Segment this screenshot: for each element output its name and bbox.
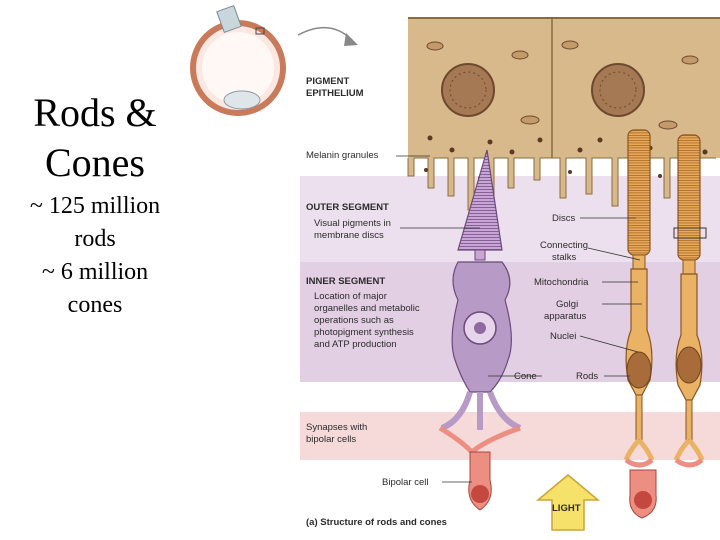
label-mitochondria: Mitochondria — [534, 277, 589, 288]
rod-cell-1 — [623, 129, 655, 461]
cone-cell — [440, 149, 522, 431]
label-outer-segment: OUTER SEGMENT — [306, 202, 389, 213]
label-visual-pigments-1: Visual pigments in — [314, 218, 391, 229]
label-synapses-2: bipolar cells — [306, 434, 356, 445]
label-organelles-4: photopigment synthesis — [314, 327, 414, 338]
bipolar-cells — [438, 425, 704, 519]
stat-rods-count: ~ 125 million — [29, 193, 161, 219]
label-synapses-1: Synapses with — [306, 422, 367, 433]
label-light: LIGHT — [552, 503, 581, 514]
label-inner-segment: INNER SEGMENT — [306, 276, 385, 287]
label-discs: Discs — [552, 213, 575, 224]
retina-diagram: PIGMENT EPITHELIUM Melanin granules OUTE… — [190, 4, 720, 531]
stat-rods-unit: rods — [74, 226, 116, 252]
eye-thumbnail — [190, 4, 286, 116]
label-organelles-3: operations such as — [314, 315, 394, 326]
stat-cones-unit: cones — [67, 292, 123, 318]
stats-list: ~ 125 million rods ~ 6 million cones — [0, 190, 190, 322]
title-line-1: Rods & — [33, 90, 157, 135]
zoom-arrowhead — [344, 33, 358, 46]
label-rods: Rods — [576, 371, 598, 382]
label-organelles-5: and ATP production — [314, 339, 397, 350]
label-organelles-2: organelles and metabolic — [314, 303, 420, 314]
label-golgi-1: Golgi — [556, 299, 578, 310]
zoom-arrow — [297, 26, 353, 41]
label-cone: Cone — [514, 371, 537, 382]
label-pigment-epithelium-1: PIGMENT — [306, 76, 349, 87]
figure-caption: (a) Structure of rods and cones — [306, 517, 447, 528]
rod-cell-2 — [673, 134, 707, 461]
label-connecting-1: Connecting — [540, 240, 588, 251]
stat-cones: ~ 6 million cones — [0, 256, 190, 322]
slide-text-block: Rods & Cones ~ 125 million rods ~ 6 mill… — [0, 88, 190, 322]
label-visual-pigments-2: membrane discs — [314, 230, 384, 241]
pigment-epithelium — [407, 17, 720, 211]
slide-title: Rods & Cones — [0, 88, 190, 188]
stat-rods: ~ 125 million rods — [0, 190, 190, 256]
title-line-2: Cones — [45, 140, 145, 185]
label-bipolar-cell: Bipolar cell — [382, 477, 428, 488]
label-organelles-1: Location of major — [314, 291, 387, 302]
stat-cones-count: ~ 6 million — [41, 259, 149, 285]
label-melanin-granules: Melanin granules — [306, 150, 379, 161]
leader-lines — [396, 155, 642, 483]
label-pigment-epithelium-2: EPITHELIUM — [306, 88, 364, 99]
label-connecting-2: stalks — [552, 252, 577, 263]
light-arrow — [535, 474, 601, 531]
label-nuclei: Nuclei — [550, 331, 576, 342]
label-golgi-2: apparatus — [544, 311, 587, 322]
